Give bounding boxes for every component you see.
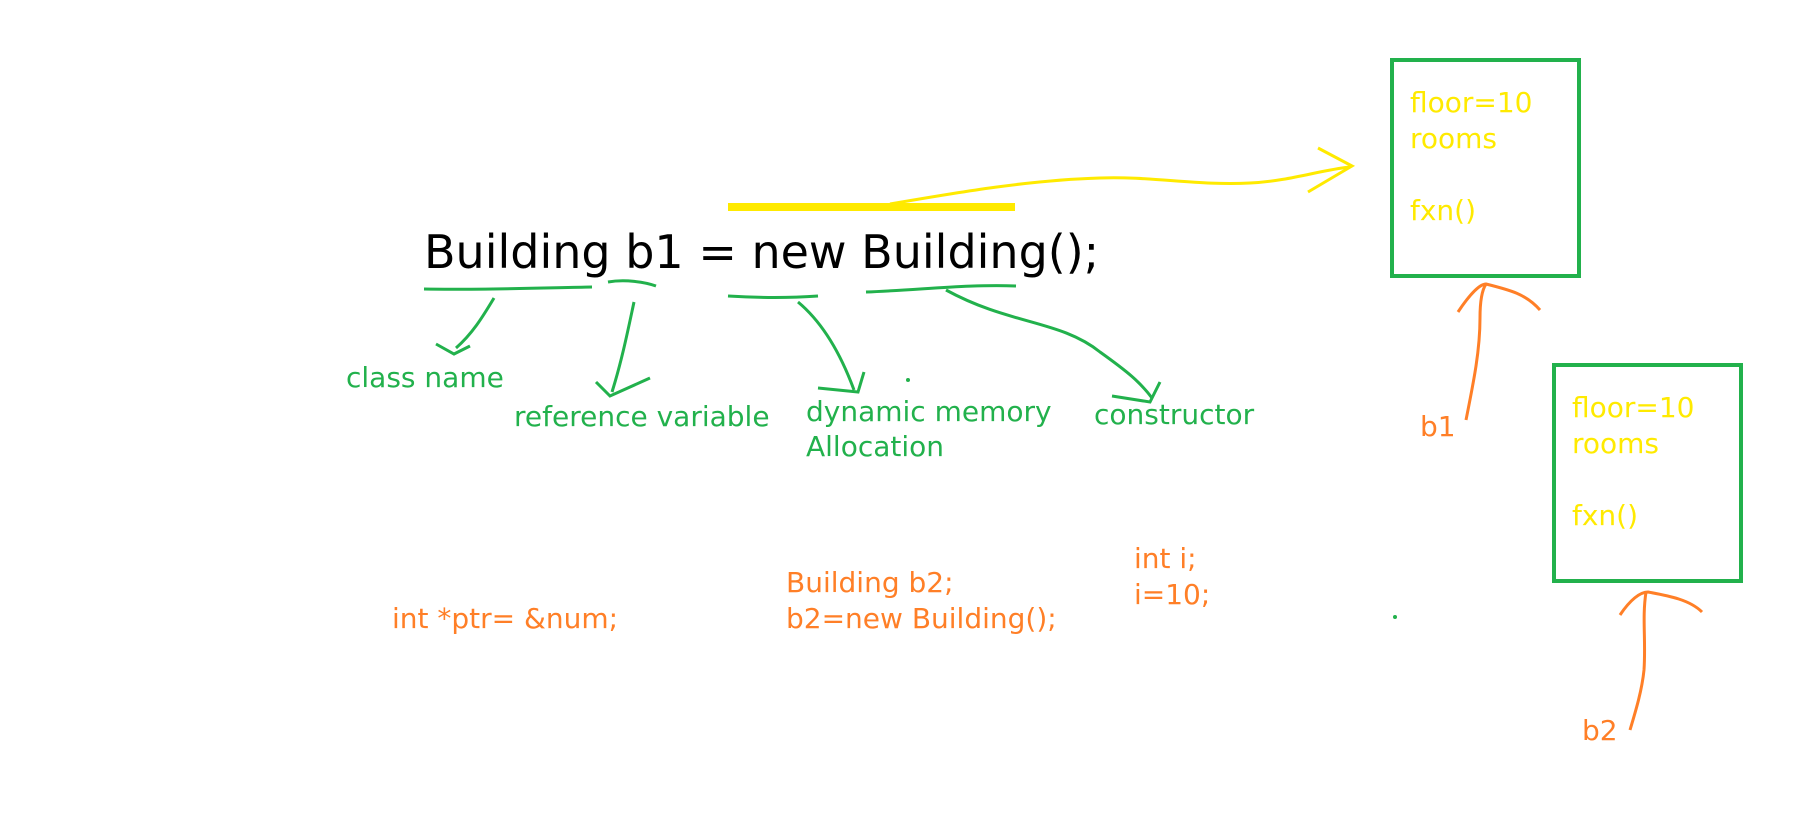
- arrow-b2-to-object: [1628, 591, 1648, 731]
- arrow-reference-variable-head: [594, 376, 651, 398]
- stray-dot: [1393, 615, 1397, 619]
- example-int-declaration: int i;: [1134, 542, 1197, 575]
- example-b2-declaration: Building b2;: [786, 566, 954, 599]
- arrow-dynamic-memory-head: [817, 371, 866, 394]
- arrow-dynamic-memory: [797, 300, 856, 391]
- arrow-b1-to-object: [1464, 283, 1488, 421]
- statement: Building b1 = new Building();: [424, 225, 1100, 279]
- underline-class-name: [423, 285, 593, 291]
- object-box-b1: [1390, 58, 1581, 278]
- object-b2-field-floor: floor=10: [1572, 391, 1695, 424]
- example-int-assignment: i=10;: [1134, 578, 1211, 611]
- label-class-name: class name: [346, 361, 504, 394]
- underline-constructor: [865, 284, 1017, 294]
- arrow-constructor-head: [1111, 381, 1162, 404]
- object-box-b2: [1552, 363, 1743, 583]
- stray-dot: [906, 378, 910, 382]
- arrow-class-name-head: [435, 342, 471, 356]
- underline-new-keyword: [727, 294, 819, 299]
- object-b2-field-rooms: rooms: [1572, 427, 1660, 460]
- example-pointer: int *ptr= &num;: [392, 602, 619, 635]
- object-b1-field-floor: floor=10: [1410, 86, 1533, 119]
- underline-reference-variable: [607, 279, 657, 288]
- arrow-b2-head: [1618, 590, 1704, 616]
- object-b2-field-fxn: fxn(): [1572, 499, 1639, 532]
- example-b2-assignment: b2=new Building();: [786, 602, 1057, 635]
- arrow-b1-head: [1456, 282, 1542, 313]
- object-arrow-head: [1307, 146, 1356, 194]
- label-reference-variable: reference variable: [514, 400, 770, 433]
- arrow-constructor: [945, 288, 1154, 399]
- reference-b1-label: b1: [1420, 410, 1456, 443]
- object-arrow-line: [889, 165, 1351, 206]
- object-b1-field-fxn: fxn(): [1410, 194, 1477, 227]
- label-dynamic-memory-line1: dynamic memory: [806, 395, 1052, 428]
- arrow-class-name: [455, 297, 496, 350]
- object-b1-field-rooms: rooms: [1410, 122, 1498, 155]
- label-constructor: constructor: [1094, 398, 1255, 431]
- label-dynamic-memory-line2: Allocation: [806, 430, 945, 463]
- reference-b2-label: b2: [1582, 714, 1618, 747]
- arrow-reference-variable: [610, 301, 636, 393]
